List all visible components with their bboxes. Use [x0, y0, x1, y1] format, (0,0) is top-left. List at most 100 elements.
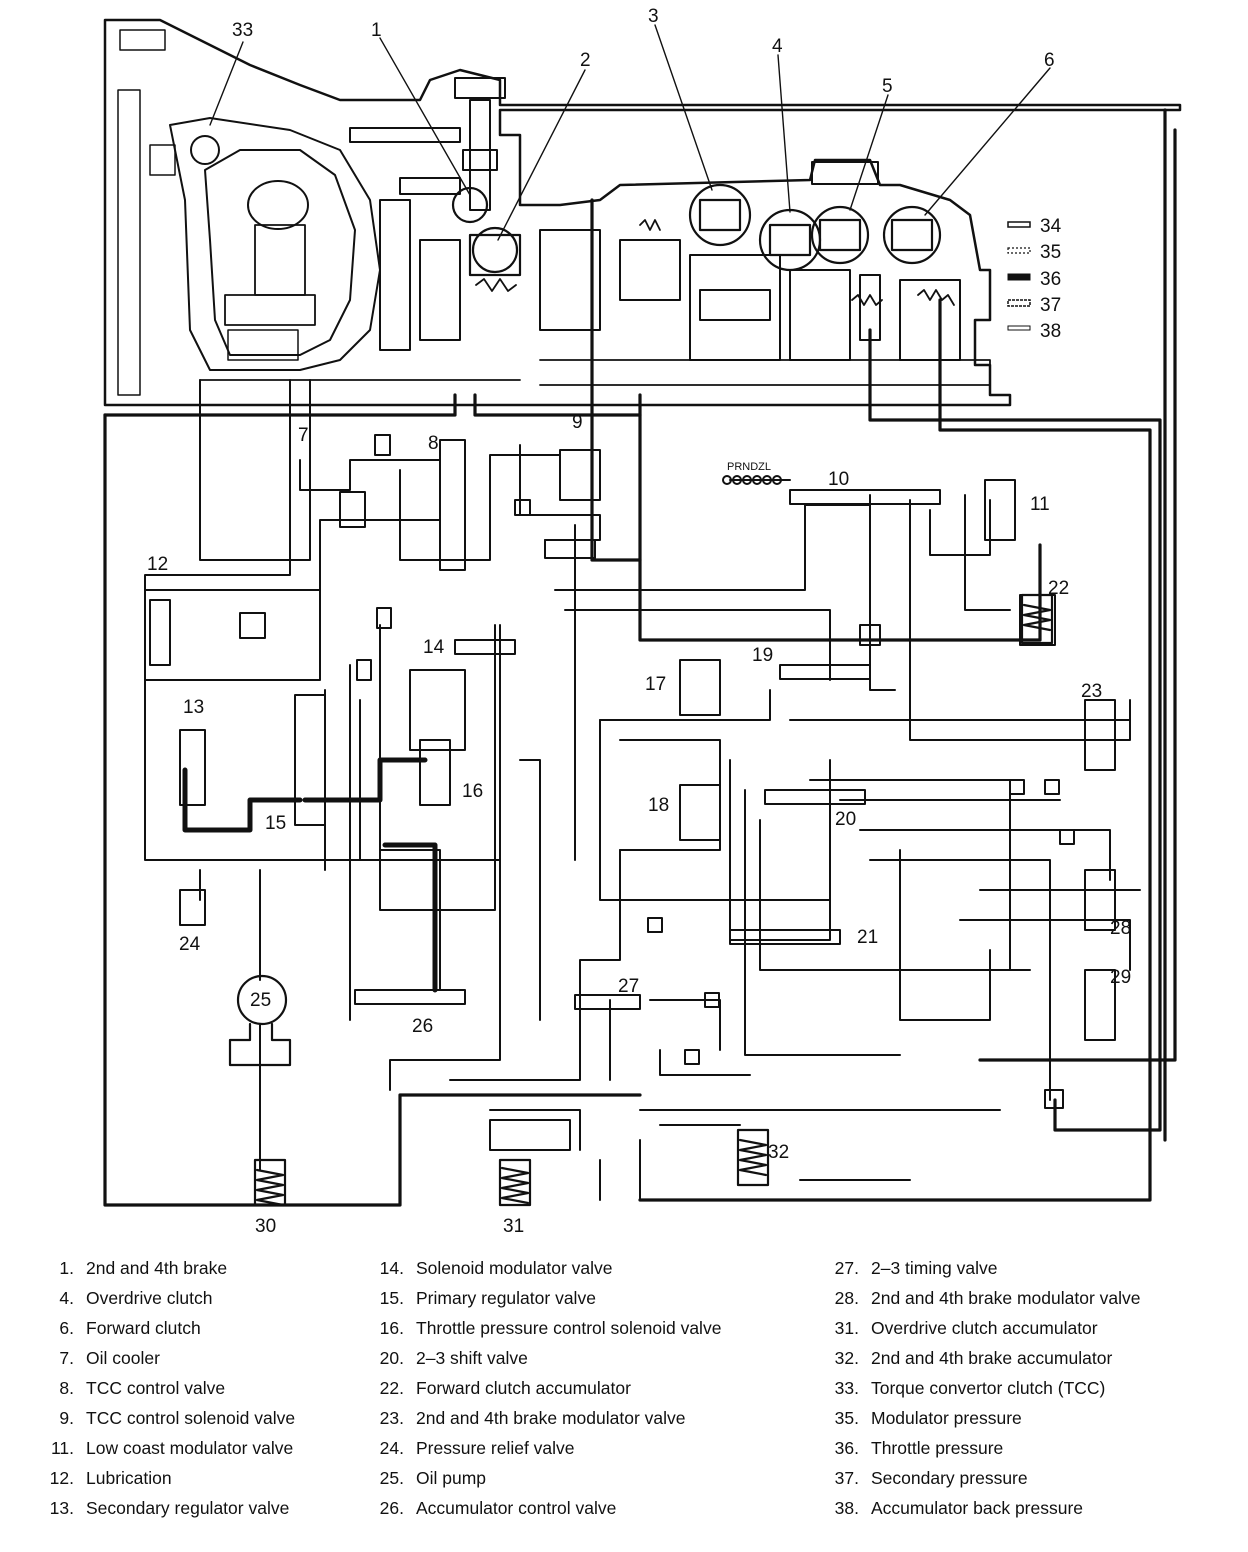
clutch-packs	[451, 183, 942, 277]
legend-item-label: TCC control valve	[86, 1378, 226, 1398]
valve-bodies	[149, 434, 1116, 1151]
callout-25: 25	[250, 990, 271, 1011]
legend-item-label: Lubrication	[86, 1468, 172, 1488]
legend-item-number: 38.	[834, 1498, 859, 1518]
main-circuit-lines	[103, 108, 1177, 1207]
callout-13: 13	[183, 697, 204, 718]
legend-item: 4. Overdrive clutch	[40, 1288, 212, 1308]
legend-item-number: 12.	[49, 1468, 74, 1488]
legend-item: 1. 2nd and 4th brake	[40, 1258, 227, 1278]
callout-18: 18	[648, 795, 669, 816]
torque-converter-clutch	[149, 117, 381, 371]
legend-item: 15. Primary regulator valve	[370, 1288, 596, 1308]
legend-item-number: 24.	[379, 1438, 404, 1458]
legend-item-number: 15.	[379, 1288, 404, 1308]
callout-31: 31	[503, 1216, 524, 1237]
legend-item-number: 26.	[379, 1498, 404, 1518]
callout-30: 30	[255, 1216, 276, 1237]
callout-23: 23	[1081, 681, 1102, 702]
selector-label: PRNDZL	[727, 461, 771, 473]
accumulators	[253, 593, 1054, 1207]
legend-item: 20. 2–3 shift valve	[370, 1348, 528, 1368]
callout-1: 1	[371, 20, 382, 41]
callout-20: 20	[835, 809, 856, 830]
legend-item-label: Solenoid modulator valve	[416, 1258, 613, 1278]
legend-item-number: 20.	[379, 1348, 404, 1368]
legend-item: 25. Oil pump	[370, 1468, 486, 1488]
legend-item: 11.Low coast modulator valve	[40, 1438, 293, 1458]
legend-item-label: Pressure relief valve	[416, 1438, 575, 1458]
legend-item: 13.Secondary regulator valve	[40, 1498, 290, 1518]
legend-item-label: Overdrive clutch accumulator	[871, 1318, 1098, 1338]
legend-item-number: 22.	[379, 1378, 404, 1398]
legend-item-label: Primary regulator valve	[416, 1288, 596, 1308]
callout-4: 4	[772, 36, 783, 57]
legend-item: 26. Accumulator control valve	[370, 1498, 617, 1518]
callout-26: 26	[412, 1016, 433, 1037]
callout-21: 21	[857, 927, 878, 948]
legend-item-label: 2–3 shift valve	[416, 1348, 528, 1368]
legend-item: 38. Accumulator back pressure	[825, 1498, 1083, 1518]
callout-32: 32	[768, 1142, 789, 1163]
legend-item-number: 9.	[59, 1408, 74, 1428]
legend-item-number: 6.	[59, 1318, 74, 1338]
legend-item: 22. Forward clutch accumulator	[370, 1378, 631, 1398]
legend-item: 37.Secondary pressure	[825, 1468, 1028, 1488]
legend-key-34: 34	[1040, 216, 1062, 237]
legend-item-number: 13.	[49, 1498, 74, 1518]
callout-28: 28	[1110, 918, 1131, 939]
legend-item-label: Low coast modulator valve	[86, 1438, 294, 1458]
parts-legend: 1. 2nd and 4th brake 4. Overdrive clutch 6. F…	[0, 1250, 1248, 1540]
legend-item-label: 2nd and 4th brake modulator valve	[871, 1288, 1141, 1308]
legend-item-number: 1.	[59, 1258, 74, 1278]
callout-6: 6	[1044, 50, 1055, 71]
legend-item-label: TCC control solenoid valve	[86, 1408, 296, 1428]
callout-8: 8	[428, 433, 439, 454]
legend-item: 28. 2nd and 4th brake modulator valve	[825, 1288, 1141, 1308]
legend-item-number: 4.	[59, 1288, 74, 1308]
legend-item: 31. Overdrive clutch accumulator	[825, 1318, 1098, 1338]
legend-key-37: 37	[1040, 295, 1061, 316]
legend-item-number: 31.	[834, 1318, 859, 1338]
legend-item: 23.2nd and 4th brake modulator valve	[370, 1408, 686, 1428]
legend-item-number: 25.	[379, 1468, 404, 1488]
callout-17: 17	[645, 674, 666, 695]
legend-item-label: 2nd and 4th brake accumulator	[871, 1348, 1113, 1368]
legend-item: 14.Solenoid modulator valve	[370, 1258, 613, 1278]
legend-item: 9. TCC control solenoid valve	[40, 1408, 295, 1428]
callout-16: 16	[462, 781, 483, 802]
oil-pump	[228, 974, 292, 1067]
legend-item-label: Overdrive clutch	[86, 1288, 213, 1308]
legend-key-36: 36	[1040, 269, 1061, 290]
legend-item-label: 2nd and 4th brake modulator valve	[416, 1408, 686, 1428]
legend-item-label: Accumulator back pressure	[871, 1498, 1084, 1518]
legend-item-label: Forward clutch	[86, 1318, 201, 1338]
callout-14: 14	[423, 637, 445, 658]
legend-item: 36. Throttle pressure	[825, 1438, 1004, 1458]
callout-22: 22	[1048, 578, 1069, 599]
pressure-legend-swatches	[1007, 221, 1031, 331]
legend-item-label: Oil cooler	[86, 1348, 160, 1368]
legend-item-number: 36.	[834, 1438, 859, 1458]
legend-item-label: Throttle pressure	[871, 1438, 1004, 1458]
legend-item-number: 7.	[59, 1348, 74, 1368]
legend-item: 8.TCC control valve	[40, 1378, 225, 1398]
legend-item: 12. Lubrication	[40, 1468, 172, 1488]
callout-19: 19	[752, 645, 773, 666]
callout-33: 33	[232, 20, 253, 41]
legend-item: 6. Forward clutch	[40, 1318, 201, 1338]
callout-15: 15	[265, 813, 286, 834]
throttle-pressure-lines	[182, 757, 438, 993]
legend-item: 33.Torque convertor clutch (TCC)	[825, 1378, 1106, 1398]
callout-27: 27	[618, 976, 639, 997]
legend-item-number: 37.	[834, 1468, 859, 1488]
legend-item-number: 28.	[834, 1288, 859, 1308]
legend-item-label: Forward clutch accumulator	[416, 1378, 631, 1398]
circuit-lines	[144, 379, 1141, 1201]
legend-key-38: 38	[1040, 321, 1061, 342]
callout-12: 12	[147, 554, 168, 575]
legend-item-label: Oil pump	[416, 1468, 487, 1488]
legend-item-label: Accumulator control valve	[416, 1498, 617, 1518]
callout-2: 2	[580, 50, 591, 71]
legend-item-label: 2nd and 4th brake	[86, 1258, 228, 1278]
